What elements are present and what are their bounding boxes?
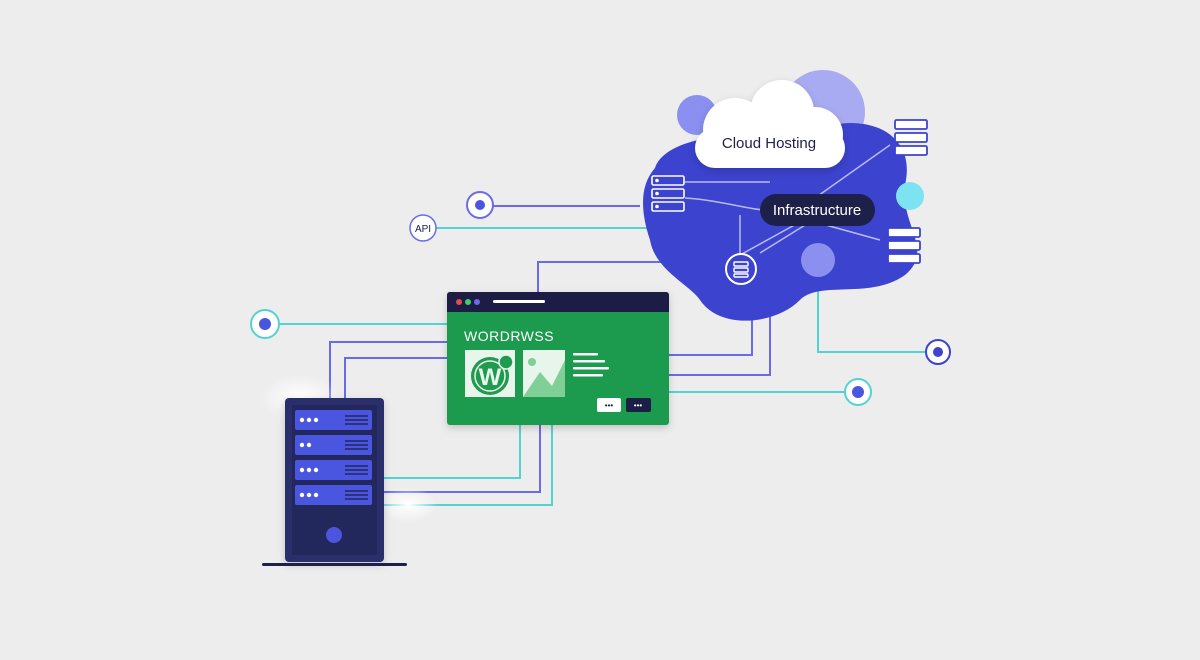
light-button-label: •••	[605, 401, 614, 410]
node-circle-icon	[466, 191, 494, 219]
server-power-button[interactable]	[326, 527, 342, 543]
wordpress-logo-icon: W	[471, 354, 514, 395]
window-dot-green	[465, 299, 471, 305]
cloud-hosting-cluster: Cloud Hosting Infrastructure	[643, 70, 918, 321]
server-base-line	[262, 563, 407, 566]
server-rack-icon	[894, 119, 928, 156]
accent-dot-cyan	[896, 182, 924, 210]
image-placeholder-icon	[523, 358, 565, 397]
address-bar	[493, 300, 545, 303]
server-bay-vents	[345, 415, 368, 500]
infrastructure-pill	[760, 194, 875, 226]
line-server-browser-1	[329, 341, 448, 400]
api-label: API	[415, 224, 431, 235]
line-server-browser-5	[383, 425, 553, 506]
line-server-browser-4	[383, 425, 541, 493]
window-dot-red	[456, 299, 462, 305]
api-node: API	[409, 214, 437, 242]
line-browser-right-cloud-2	[668, 305, 771, 376]
browser-heading: WORDRWSS	[464, 328, 554, 344]
server-rack-icon	[651, 175, 685, 212]
svg-text:W: W	[479, 364, 502, 391]
infrastructure-label: Infrastructure	[773, 202, 861, 219]
node-circle-icon	[925, 339, 951, 365]
line-server-browser-2	[344, 357, 448, 400]
server-bays	[295, 410, 372, 505]
dark-button[interactable]	[626, 398, 651, 412]
cloud-white	[695, 80, 845, 168]
line-server-browser-3	[383, 425, 521, 479]
line-cloud-node-right	[817, 275, 925, 353]
node-circle-icon	[844, 378, 872, 406]
dark-button-label: •••	[634, 401, 643, 410]
database-node	[725, 253, 757, 285]
window-dot-blue	[474, 299, 480, 305]
server-bay-leds	[299, 417, 319, 498]
light-button[interactable]	[597, 398, 621, 412]
cloud-bubble-bottom	[801, 243, 835, 277]
connector-lines	[278, 205, 925, 506]
content-text-lines	[573, 353, 609, 377]
server-glow-side	[378, 487, 438, 523]
line-browser-top-cloud	[537, 261, 700, 292]
node-circle-icon	[250, 309, 280, 339]
cloud-hosting-label: Cloud Hosting	[722, 135, 816, 152]
database-icon	[733, 261, 749, 278]
server-rack-icon	[887, 227, 921, 264]
